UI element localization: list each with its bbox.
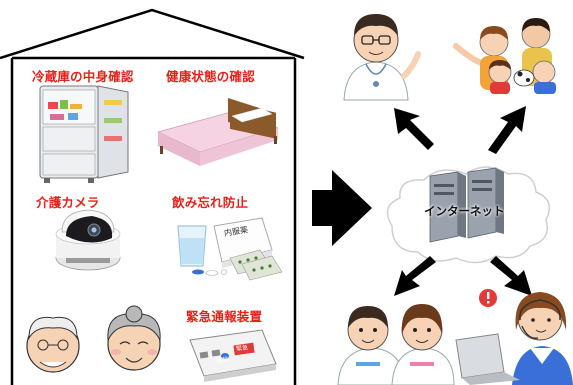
device-button-left-label: 通報 — [215, 356, 229, 365]
elderly-couple-icon — [26, 305, 161, 373]
family-icon — [453, 18, 556, 94]
arrow-to-doctor-icon — [394, 108, 434, 150]
arrow-to-family-icon — [488, 106, 526, 154]
right-arrow-icon — [312, 170, 372, 246]
doctor-icon — [343, 14, 421, 101]
internet-label: インターネット — [424, 204, 505, 218]
camera-icon — [55, 209, 121, 271]
label-health-check: 健康状態の確認 — [166, 69, 255, 84]
arrow-to-nurses-icon — [394, 256, 436, 296]
emergency-device-icon — [189, 329, 277, 382]
operator-icon — [455, 289, 573, 385]
arrow-to-operator-icon — [490, 256, 532, 296]
device-button-right-label: 緊急 — [235, 344, 249, 353]
nurses-icon — [337, 304, 455, 385]
label-medication-reminder: 飲み忘れ防止 — [172, 195, 249, 210]
label-emergency-device: 緊急通報装置 — [186, 309, 263, 324]
fridge-icon — [39, 85, 129, 183]
house-outline — [0, 8, 305, 385]
bed-icon — [156, 98, 280, 166]
medicine-icon — [177, 217, 283, 281]
label-care-camera: 介護カメラ — [36, 195, 100, 210]
server-icon — [429, 167, 504, 243]
label-fridge-check: 冷蔵庫の中身確認 — [32, 69, 134, 84]
